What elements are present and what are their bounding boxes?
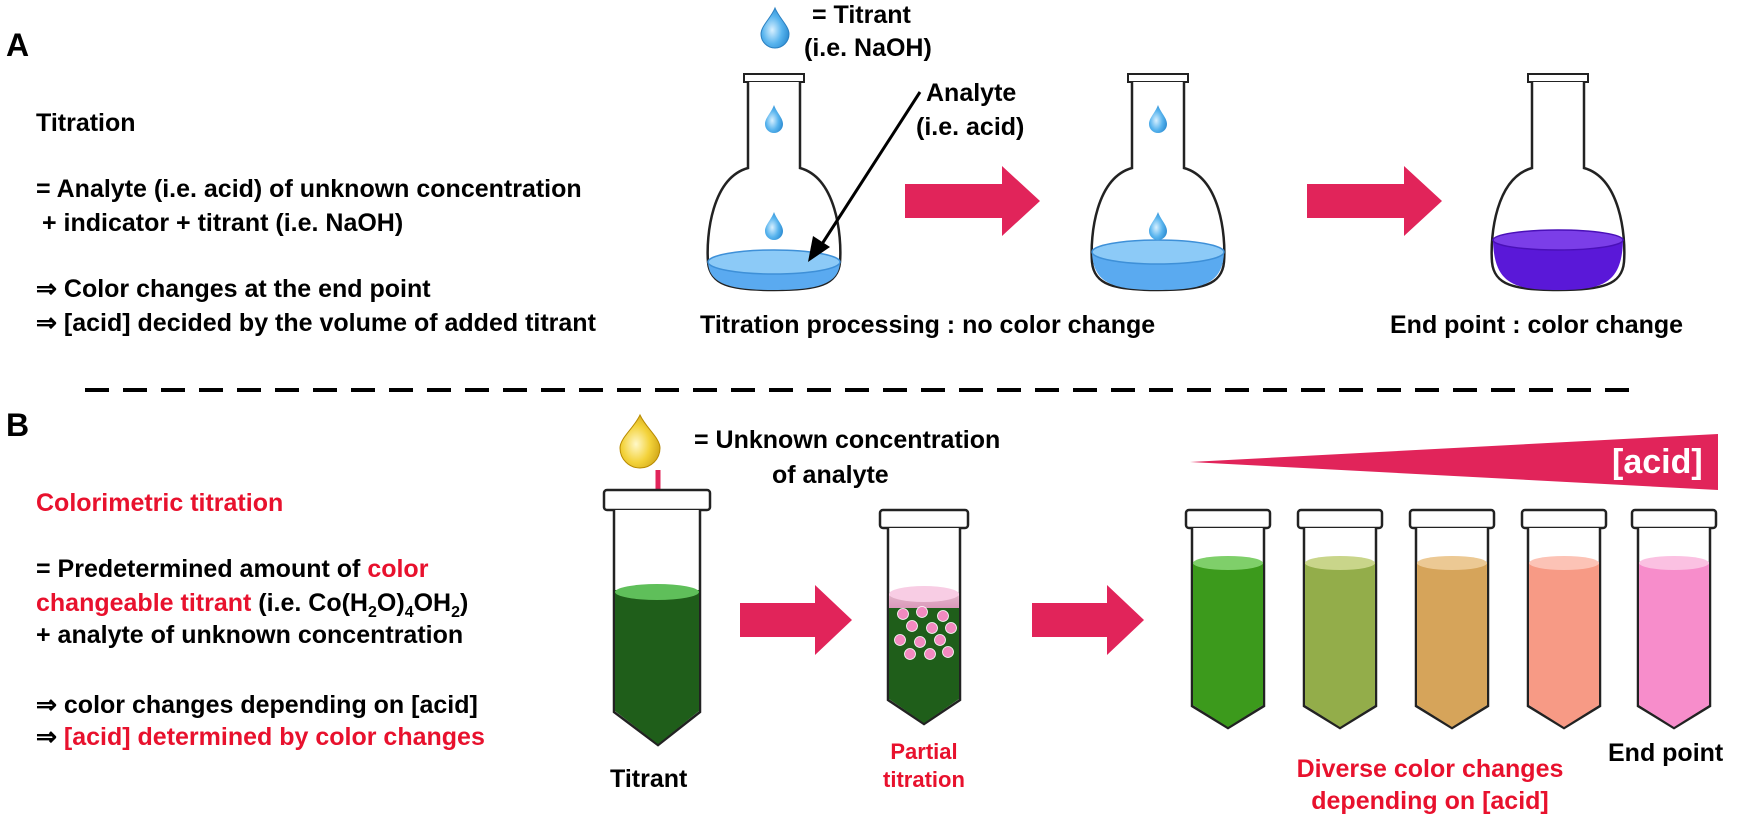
analyte-label: Analyte [926,79,1017,107]
process-arrow-b1 [740,585,852,655]
unknown-legend-line2: of analyte [772,461,889,489]
flask-neck-drop-icon [765,105,783,133]
caption-diverse-line2: depending on [acid] [1311,787,1549,815]
def-example-tail: OH [413,589,452,617]
panel-b-definition-line2: changeable titrant (i.e. Co(H2O)4OH2) [36,588,469,621]
panel-b-label: B [6,407,30,443]
titrant-legend-label: = Titrant [812,1,911,29]
color-tube-3 [1408,508,1496,730]
flask2-bulb-drop-icon [1149,212,1167,240]
panel-a-label: A [6,27,30,63]
titrant-legend-example: (i.e. NaOH) [804,34,932,62]
panel-b-heading: Colorimetric titration [36,489,284,517]
flask-processing [1090,73,1226,292]
panel-a-definition-line1: = Analyte (i.e. acid) of unknown concent… [36,175,582,203]
analyte-example: (i.e. acid) [916,113,1025,141]
acid-gradient-wedge [1190,434,1718,490]
partial-titration-tube [878,508,970,726]
def-example-prefix: (i.e. Co(H [251,589,368,617]
panel-b-definition-line1: = Predetermined amount of color [36,554,428,584]
result-arrow-text: ⇒ [36,723,64,751]
panel-b-result-line1: ⇒ color changes depending on [acid] [36,691,478,719]
def-subscript-3: 2 [451,604,460,621]
def-example-mid: O) [376,589,405,617]
panel-a-result-line2: ⇒ [acid] decided by the volume of added … [36,309,596,337]
def-red-text-1: color [367,555,429,583]
caption-titrant: Titrant [610,765,688,793]
color-tube-4 [1520,508,1608,730]
panel-a-heading: Titration [36,109,136,137]
def-prefix-text: = Predetermined amount of [36,555,368,583]
caption-titration-processing: Titration processing : no color change [700,311,1156,339]
caption-endpoint-a: End point : color change [1390,311,1684,339]
def-red-text-2: changeable titrant [36,589,252,617]
result-red-text: [acid] determined by color changes [63,723,485,751]
caption-endpoint-b: End point [1608,739,1724,767]
caption-diverse-line1: Diverse color changes [1296,755,1564,783]
analyte-pointer-arrow [808,91,922,262]
def-subscript-2: 4 [404,604,414,621]
titrant-tube [602,488,712,747]
flask-endpoint [1490,73,1626,292]
caption-partial-line1: Partial [890,739,958,764]
panel-b-definition-line3: + analyte of unknown concentration [36,621,464,649]
panel-a-result-line1: ⇒ Color changes at the end point [36,275,431,303]
process-arrow-b2 [1032,585,1144,655]
process-arrow-a2 [1307,166,1442,236]
acid-wedge-label: [acid] [1612,443,1703,481]
unknown-analyte-drop-icon [619,413,661,469]
def-example-close: ) [460,589,469,617]
color-tube-5 [1630,508,1718,730]
process-arrow-a1 [905,166,1040,236]
flask2-neck-drop-icon [1149,105,1167,133]
titrant-legend-drop-icon [760,6,790,49]
color-tube-2 [1296,508,1384,730]
caption-partial-line2: titration [883,767,965,792]
color-tube-1 [1184,508,1272,730]
unknown-legend-line1: = Unknown concentration [694,426,1001,454]
flask-initial [706,73,842,292]
def-subscript-1: 2 [368,604,377,621]
panel-a-definition-line2: + indicator + titrant (i.e. NaOH) [42,209,404,237]
panel-b-result-line2: ⇒ [acid] determined by color changes [36,722,485,752]
flask-bulb-drop-icon [765,212,783,240]
